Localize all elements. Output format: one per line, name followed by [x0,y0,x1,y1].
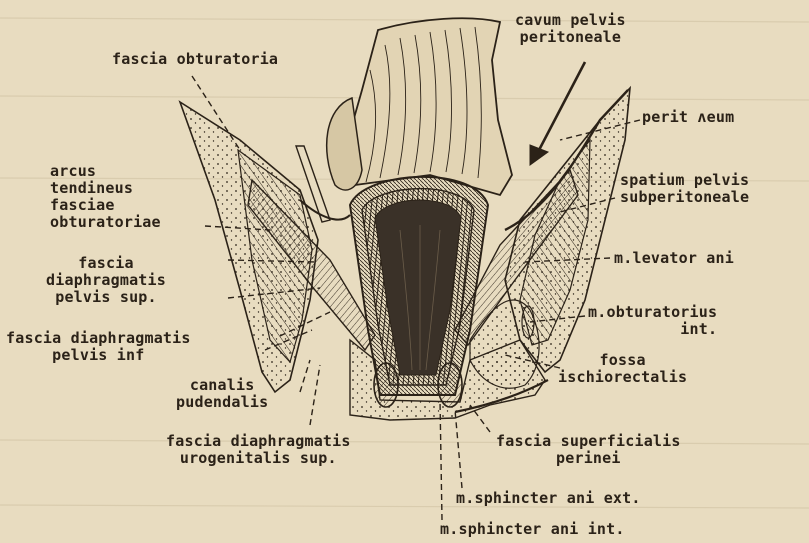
label-fascia-diaphragmatis-sup: fascia diaphragmatis pelvis sup. [46,255,166,306]
label-fascia-obturatoria: fascia obturatoria [112,51,278,68]
label-fascia-diaphragmatis-inf: fascia diaphragmatis pelvis inf [6,330,191,364]
label-peritoneum: perit ʌeum [642,109,734,126]
label-fascia-superficialis-perinei: fascia superficialis perinei [496,433,681,467]
label-m-sphincter-ani-int: m.sphincter ani int. [440,521,625,538]
label-fossa-ischiorectalis: fossa ischiorectalis [558,352,687,386]
left-sphincter-ext [374,363,398,407]
label-fascia-diaphragmatis-urogenitalis: fascia diaphragmatis urogenitalis sup. [166,433,351,467]
label-canalis-pudendalis: canalis pudendalis [176,377,268,411]
label-arcus-tendineus: arcus tendineus fasciae obturatoriae [50,163,161,231]
label-m-levator-ani: m.levator ani [614,250,734,267]
label-m-sphincter-ani-ext: m.sphincter ani ext. [456,490,641,507]
label-spatium-pelvis: spatium pelvis subperitoneale [620,172,749,206]
right-sphincter-ext [438,363,462,407]
label-cavum-pelvis-peritoneale: cavum pelvis peritoneale [515,12,626,46]
upper-organ [345,18,512,195]
label-m-obturatorius-int: m.obturatorius int. [588,304,717,338]
